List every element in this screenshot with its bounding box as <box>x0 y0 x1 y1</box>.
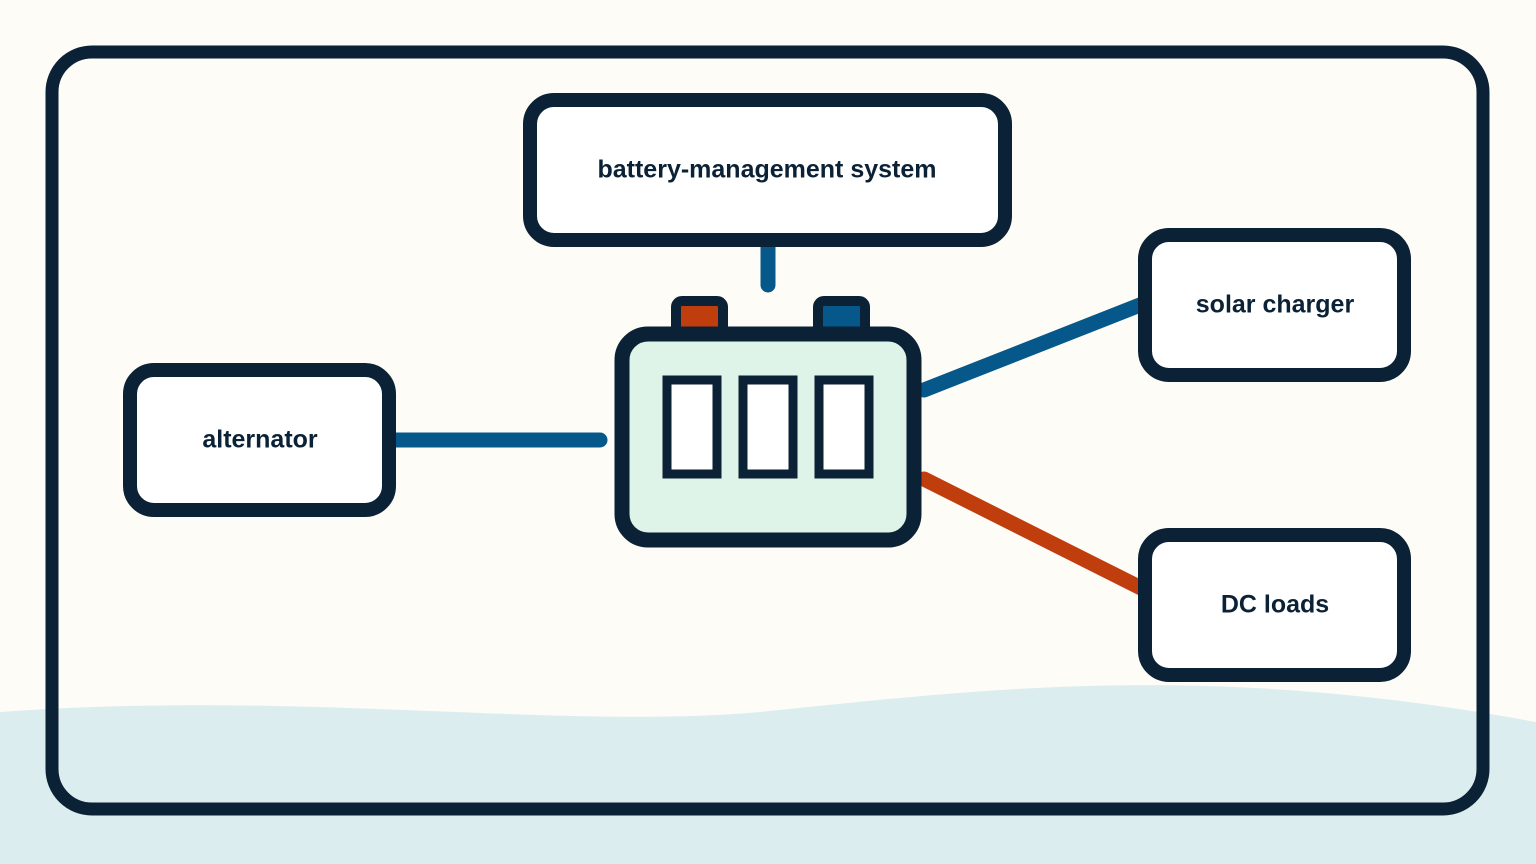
dc-loads-node: DC loads <box>1138 528 1411 682</box>
alternator-node: alternator <box>123 363 396 517</box>
connector-solar-battery <box>916 295 1153 398</box>
alternator-box <box>123 363 396 517</box>
diagram-frame <box>45 45 1490 816</box>
bms-label: battery-management system <box>597 156 936 184</box>
solar-charger-box <box>1138 228 1411 382</box>
solar-charger-node: solar charger <box>1138 228 1411 382</box>
bms-node: battery-management system <box>523 93 1012 247</box>
dc-loads-label: DC loads <box>1221 591 1329 619</box>
battery-cell-1 <box>662 375 722 479</box>
bms-box <box>523 93 1012 247</box>
battery-cell-2 <box>738 375 798 479</box>
connector-battery-loads <box>916 471 1153 598</box>
dc-loads-box <box>1138 528 1411 682</box>
solar-charger-label: solar charger <box>1196 291 1355 319</box>
battery-cell-3 <box>814 375 874 479</box>
background-wave <box>0 685 1536 864</box>
battery-icon <box>614 296 922 548</box>
alternator-label: alternator <box>202 426 318 454</box>
